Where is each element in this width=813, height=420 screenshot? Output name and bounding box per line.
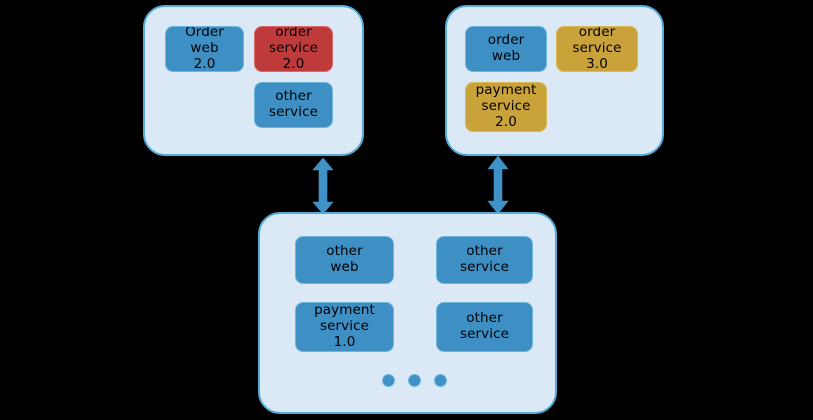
node-other-web[interactable]: other web xyxy=(295,236,394,284)
node-other-service-br1[interactable]: other service xyxy=(436,236,533,284)
node-order-web-2-0[interactable]: Order web 2.0 xyxy=(165,26,244,72)
bottom-group[interactable]: other web other service payment service … xyxy=(258,212,557,414)
node-order-service-3-0[interactable]: order service 3.0 xyxy=(556,26,638,72)
ellipsis-dot-1 xyxy=(382,374,395,387)
ellipsis-dot-3 xyxy=(434,374,447,387)
node-payment-service-1-0[interactable]: payment service 1.0 xyxy=(295,302,394,352)
node-other-service-tl[interactable]: other service xyxy=(254,82,333,128)
node-order-service-2-0[interactable]: order service 2.0 xyxy=(254,26,333,72)
node-order-web[interactable]: order web xyxy=(465,26,547,72)
node-payment-service-2-0[interactable]: payment service 2.0 xyxy=(465,82,547,132)
connector-top-left-to-bottom xyxy=(312,158,334,214)
node-other-service-br2[interactable]: other service xyxy=(436,302,533,352)
ellipsis-dot-2 xyxy=(408,374,421,387)
top-left-group[interactable]: Order web 2.0 order service 2.0 other se… xyxy=(143,5,364,156)
top-right-group[interactable]: order web order service 3.0 payment serv… xyxy=(445,5,664,156)
connector-top-right-to-bottom xyxy=(487,156,509,214)
